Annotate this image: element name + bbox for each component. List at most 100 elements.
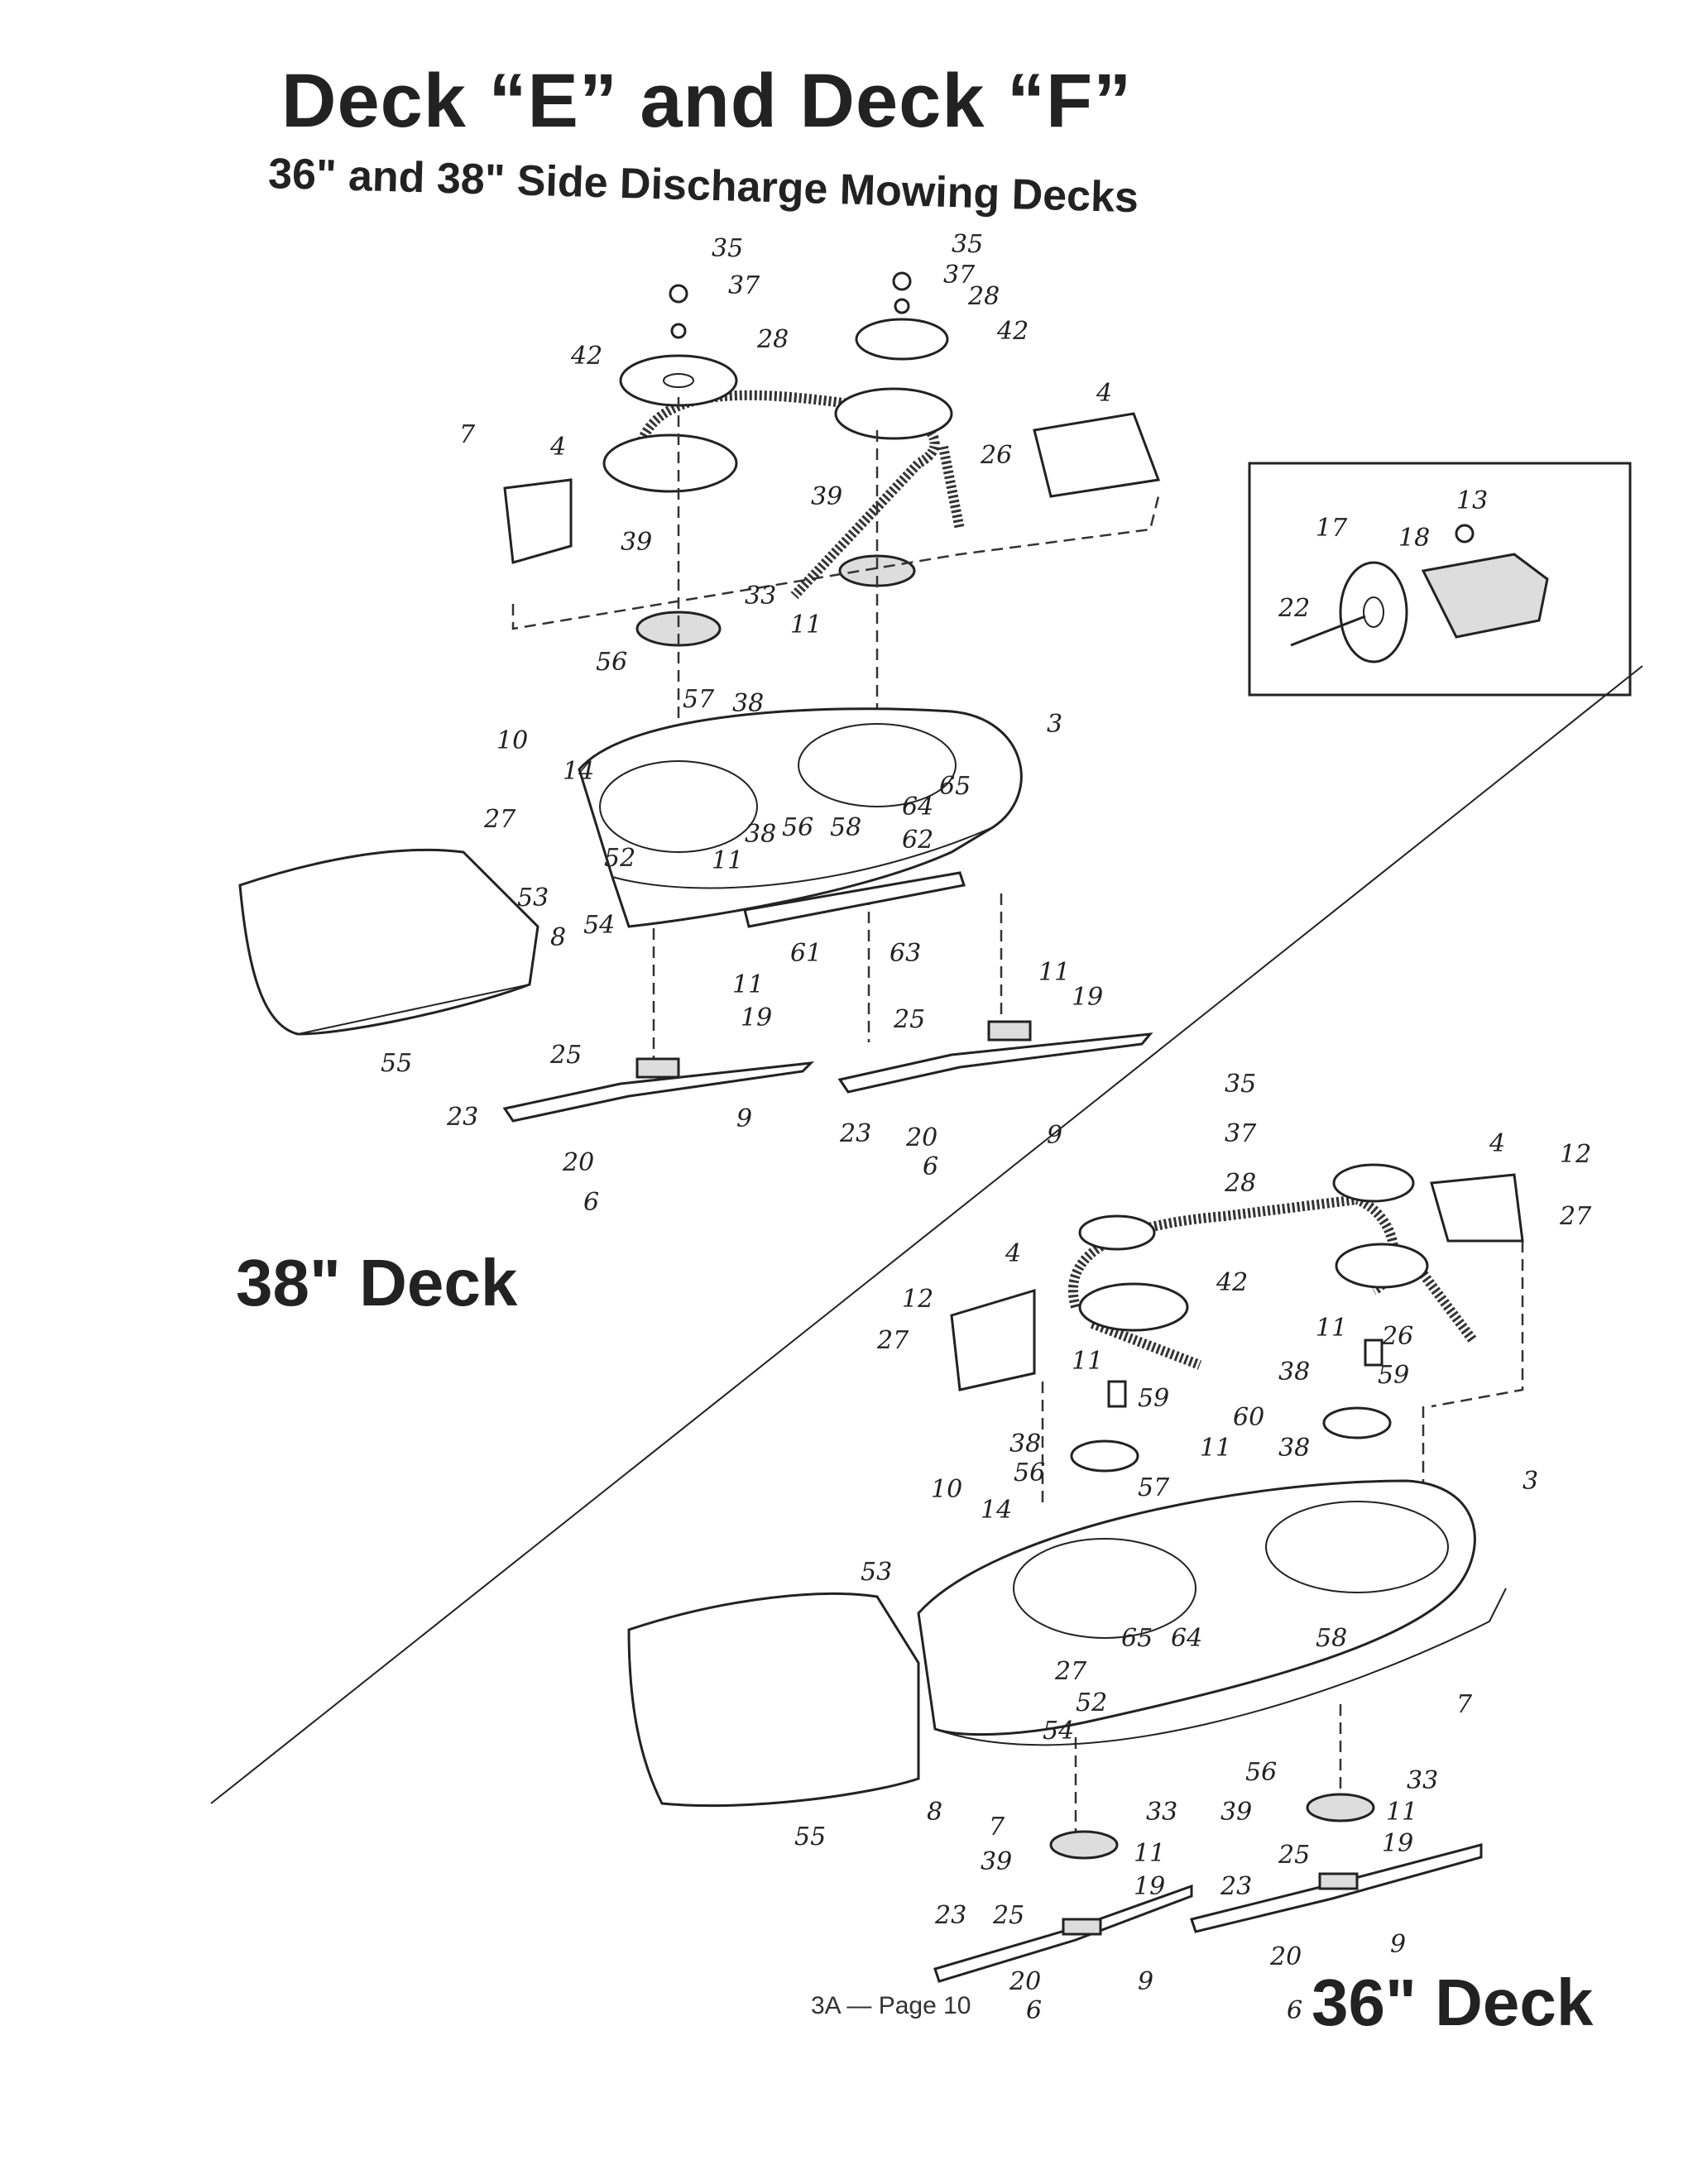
part-callout: 33 bbox=[745, 582, 776, 611]
part-callout: 55 bbox=[381, 1049, 412, 1078]
part-callout: 6 bbox=[583, 1188, 599, 1217]
part-callout: 63 bbox=[890, 939, 921, 968]
part-callout: 58 bbox=[830, 813, 861, 842]
idler-pulley-inset bbox=[1248, 462, 1632, 697]
part-callout: 57 bbox=[1138, 1473, 1170, 1502]
idler-pulley bbox=[1339, 561, 1408, 663]
part-callout: 7 bbox=[989, 1813, 1005, 1842]
part-callout: 39 bbox=[981, 1847, 1012, 1876]
part-callout: 65 bbox=[1121, 1624, 1153, 1653]
part-callout: 42 bbox=[1216, 1268, 1248, 1297]
part-callout: 38 bbox=[732, 689, 764, 718]
part-callout: 25 bbox=[1278, 1841, 1310, 1870]
page-title: Deck “E” and Deck “F” bbox=[281, 59, 1133, 143]
deck-38-assembly bbox=[238, 271, 1161, 1123]
part-callout: 18 bbox=[1398, 524, 1430, 553]
part-callout: 14 bbox=[981, 1496, 1012, 1525]
part-callout: 12 bbox=[1560, 1140, 1591, 1169]
part-callout: 55 bbox=[794, 1822, 826, 1851]
part-callout: 3 bbox=[1047, 710, 1062, 739]
part-callout: 26 bbox=[980, 441, 1012, 470]
part-callout: 6 bbox=[1026, 1996, 1042, 2025]
deck-36-spacer-left bbox=[1107, 1380, 1127, 1408]
part-callout: 37 bbox=[728, 271, 760, 300]
part-callout: 35 bbox=[952, 230, 983, 259]
part-callout: 35 bbox=[712, 234, 743, 263]
part-callout: 42 bbox=[996, 317, 1029, 346]
deck-38-adapter-right bbox=[987, 1020, 1032, 1042]
part-callout: 8 bbox=[927, 1798, 942, 1827]
part-callout: 19 bbox=[1072, 983, 1103, 1012]
part-callout: 64 bbox=[1171, 1624, 1202, 1653]
part-callout: 27 bbox=[1054, 1657, 1087, 1686]
part-callout: 35 bbox=[1225, 1070, 1256, 1099]
part-callout: 59 bbox=[1138, 1384, 1169, 1413]
part-callout: 38 bbox=[1009, 1430, 1041, 1458]
part-callout: 11 bbox=[712, 846, 743, 875]
part-callout: 28 bbox=[1224, 1169, 1256, 1198]
deck-36-bracket-left bbox=[950, 1288, 1036, 1391]
deck-38-belt bbox=[631, 390, 940, 600]
deck-36-belt bbox=[1068, 1194, 1399, 1309]
part-callout: 56 bbox=[596, 648, 627, 677]
idler-bolt bbox=[1290, 615, 1366, 647]
part-callout: 65 bbox=[939, 772, 971, 801]
deck-36-assembly bbox=[627, 1163, 1524, 1983]
part-callout: 23 bbox=[839, 1119, 871, 1148]
part-callout: 11 bbox=[1038, 958, 1070, 987]
part-callout: 38 bbox=[1278, 1434, 1310, 1463]
deck-36-adapter-left bbox=[1062, 1918, 1102, 1936]
part-callout: 4 bbox=[1005, 1239, 1021, 1268]
part-callout: 10 bbox=[931, 1475, 962, 1504]
part-callout: 39 bbox=[621, 528, 652, 557]
part-callout: 3 bbox=[1523, 1467, 1538, 1496]
part-callout: 42 bbox=[570, 342, 602, 371]
part-callout: 28 bbox=[756, 325, 789, 354]
part-callout: 57 bbox=[683, 685, 715, 714]
part-callout: 59 bbox=[1378, 1361, 1409, 1390]
part-callout: 56 bbox=[1014, 1458, 1045, 1487]
deck-38-label: 38" Deck bbox=[236, 1246, 518, 1320]
deck-38-blade-right bbox=[837, 1032, 1153, 1094]
part-callout: 8 bbox=[550, 923, 566, 952]
part-callout: 11 bbox=[732, 970, 764, 999]
part-callout: 33 bbox=[1407, 1766, 1438, 1795]
part-callout: 19 bbox=[741, 1003, 772, 1032]
part-callout: 11 bbox=[1316, 1314, 1347, 1343]
deck-38-pulley-left-lower bbox=[602, 433, 738, 493]
part-callout: 33 bbox=[1146, 1798, 1177, 1827]
part-callout: 11 bbox=[1134, 1839, 1165, 1868]
part-callout: 7 bbox=[459, 420, 476, 449]
part-callout: 17 bbox=[1316, 514, 1348, 543]
part-callout: 22 bbox=[1278, 594, 1310, 623]
part-callout: 25 bbox=[549, 1041, 582, 1070]
part-callout: 52 bbox=[1076, 1688, 1107, 1717]
deck-36-spacer-right bbox=[1364, 1339, 1383, 1367]
part-callout: 56 bbox=[1245, 1758, 1277, 1787]
part-callout: 27 bbox=[1559, 1202, 1592, 1231]
part-callout: 27 bbox=[876, 1326, 909, 1355]
part-callout: 54 bbox=[583, 911, 615, 940]
part-callout: 20 bbox=[905, 1123, 938, 1152]
part-callout: 53 bbox=[861, 1558, 892, 1587]
part-callout: 38 bbox=[745, 820, 776, 849]
part-callout: 11 bbox=[790, 611, 822, 639]
page-number: 3A — Page 10 bbox=[811, 1992, 971, 2019]
deck-36-bracket-right bbox=[1430, 1173, 1524, 1243]
part-callout: 14 bbox=[563, 757, 594, 786]
part-callout: 38 bbox=[1278, 1358, 1310, 1387]
deck-36-adapter-right bbox=[1318, 1872, 1359, 1890]
part-callout: 20 bbox=[562, 1148, 594, 1177]
deck-38-chamber-left bbox=[599, 760, 758, 853]
deck-38-blade-left bbox=[502, 1061, 815, 1123]
part-callout: 37 bbox=[1225, 1119, 1257, 1148]
part-callout: 6 bbox=[1287, 1996, 1302, 2025]
part-callout: 39 bbox=[811, 482, 842, 511]
part-callout: 7 bbox=[1456, 1690, 1473, 1719]
part-callout: 52 bbox=[604, 844, 635, 873]
part-callout: 4 bbox=[1489, 1129, 1505, 1158]
part-callout: 12 bbox=[902, 1285, 933, 1314]
part-callout: 28 bbox=[967, 282, 1000, 311]
